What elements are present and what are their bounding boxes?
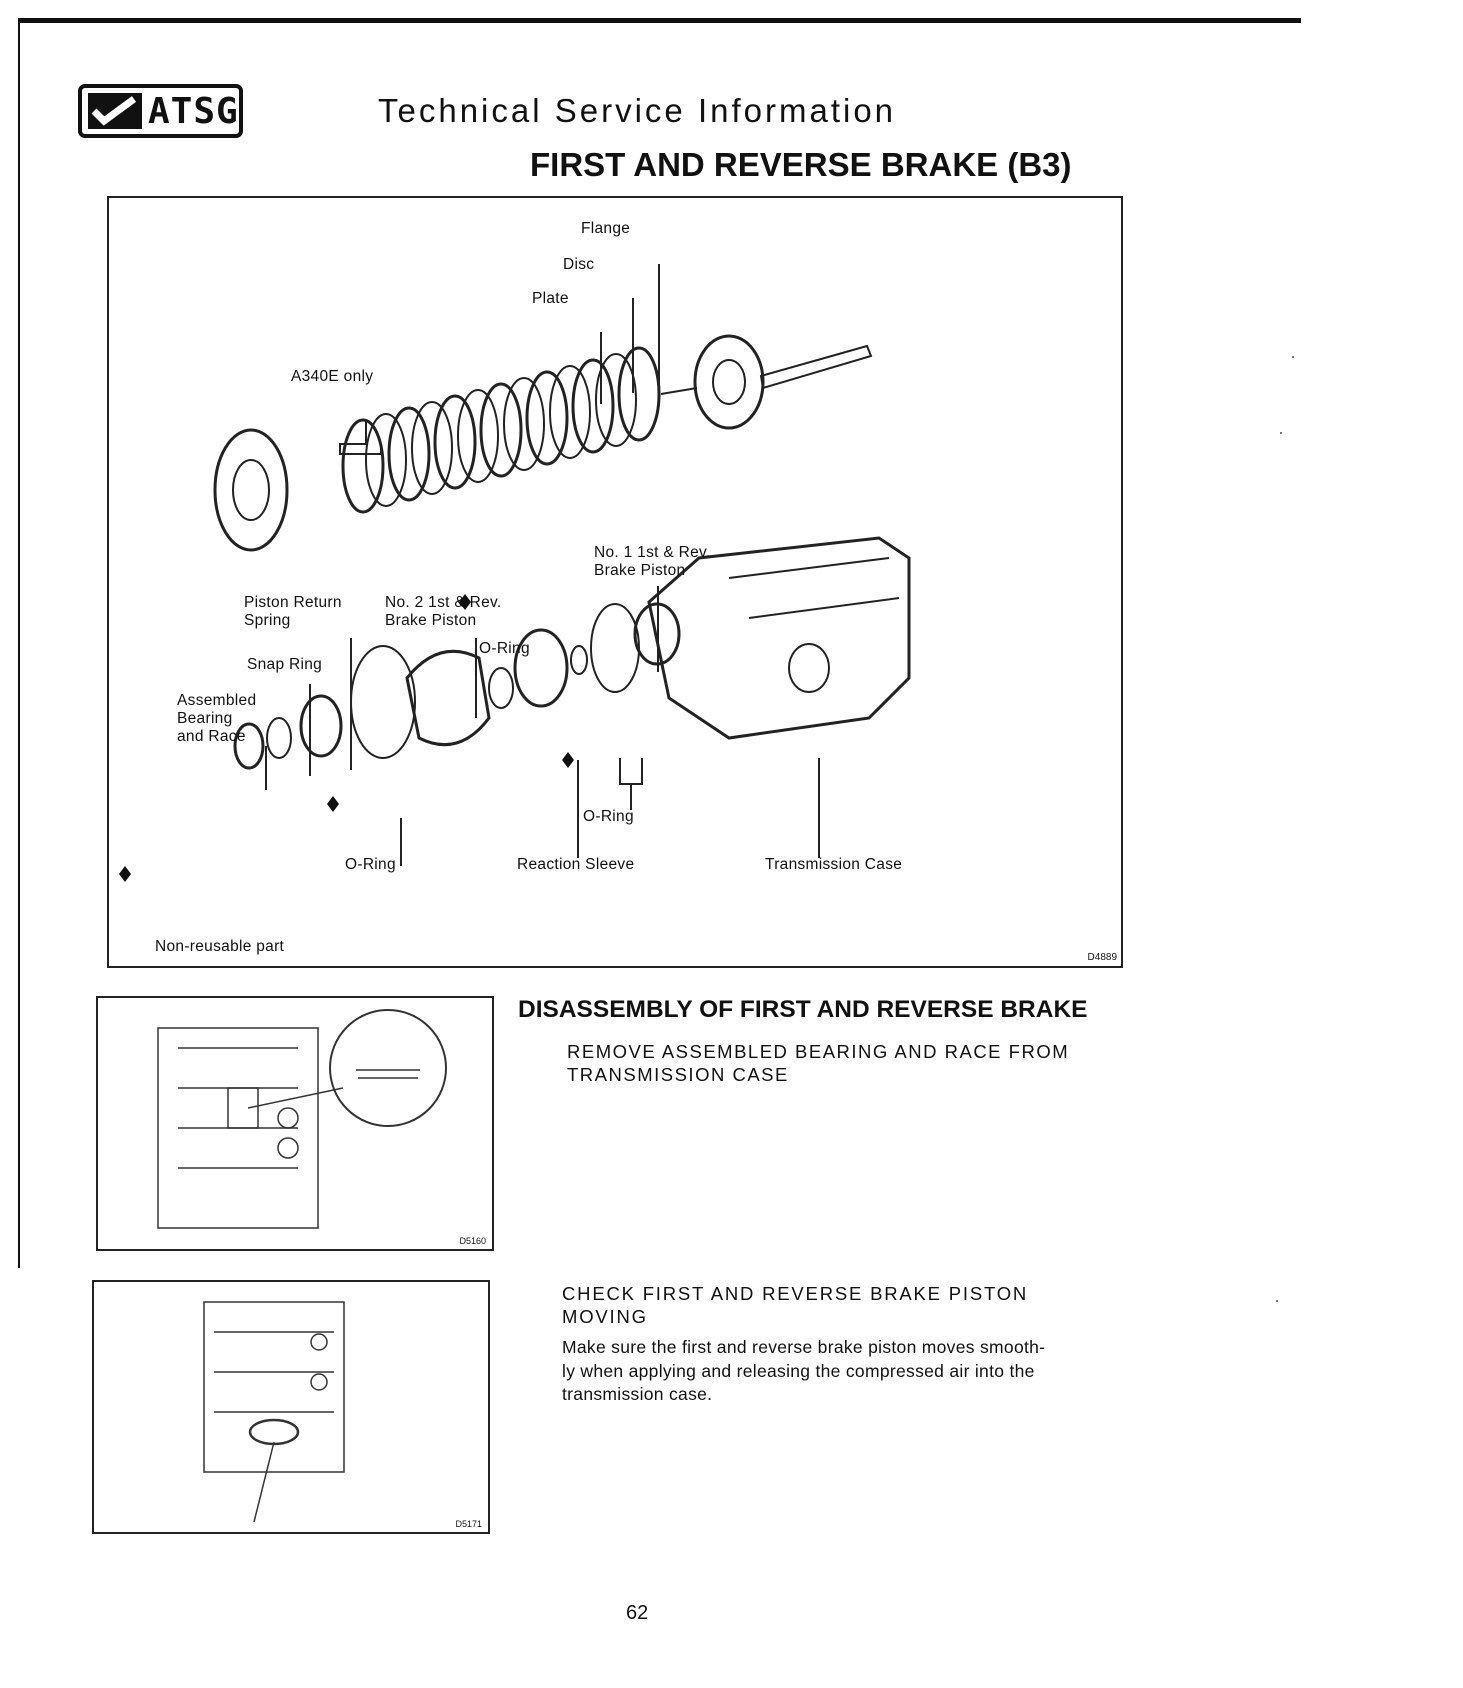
diagram-drawing bbox=[119, 264, 911, 882]
valve-body-drawing-2 bbox=[203, 1301, 345, 1523]
label-disc: Disc bbox=[563, 256, 595, 273]
scan-speck bbox=[1276, 1300, 1278, 1302]
valve-body-drawing bbox=[157, 1009, 447, 1229]
o-ring-upper-diamond-icon bbox=[459, 594, 471, 610]
label-reaction-sleeve: Reaction Sleeve bbox=[517, 856, 635, 873]
o-ring-middle-diamond-icon bbox=[562, 752, 574, 768]
label-no1-brake-piston: No. 1 1st & Rev. Brake Piston bbox=[594, 544, 711, 579]
step2-body: Make sure the first and reverse brake pi… bbox=[562, 1337, 1046, 1404]
exploded-diagram: Flange Disc Plate A340E only No. 1 1st &… bbox=[107, 196, 1123, 968]
step1-instruction: REMOVE ASSEMBLED BEARING AND RACE FROM T… bbox=[567, 1041, 1070, 1085]
photo-piston-check: D5171 bbox=[92, 1280, 490, 1534]
scan-speck bbox=[1280, 432, 1282, 434]
label-transmission-case: Transmission Case bbox=[765, 856, 903, 873]
label-plate: Plate bbox=[532, 290, 569, 307]
label-assembled-bearing-race: Assembled Bearing and Race bbox=[177, 692, 257, 745]
label-o-ring-middle: O-Ring bbox=[583, 808, 634, 825]
step2-title: CHECK FIRST AND REVERSE BRAKE PISTON MOV… bbox=[562, 1283, 1029, 1327]
legend-diamond-icon bbox=[119, 866, 131, 882]
checkmark-icon bbox=[88, 93, 142, 129]
o-ring-lower-diamond-icon bbox=[327, 796, 339, 812]
label-flange: Flange bbox=[581, 220, 631, 237]
legend-non-reusable: Non-reusable part bbox=[155, 938, 285, 955]
label-a340e-only: A340E only bbox=[291, 368, 374, 385]
disassembly-title: DISASSEMBLY OF FIRST AND REVERSE BRAKE bbox=[518, 996, 1088, 1023]
photo-bearing-removal: D5160 bbox=[96, 996, 494, 1251]
label-piston-return-spring: Piston Return Spring bbox=[244, 594, 342, 629]
scan-speck bbox=[1292, 356, 1294, 358]
photo1-code: D5160 bbox=[459, 1236, 486, 1246]
diagram-code: D4889 bbox=[1087, 952, 1117, 963]
top-rule bbox=[18, 18, 1301, 23]
header-title: Technical Service Information bbox=[378, 92, 897, 129]
label-snap-ring: Snap Ring bbox=[247, 656, 323, 673]
label-o-ring-upper: O-Ring bbox=[479, 640, 530, 657]
logo-text: ATSG bbox=[148, 90, 239, 132]
photo2-code: D5171 bbox=[455, 1519, 482, 1529]
label-o-ring-lower: O-Ring bbox=[345, 856, 396, 873]
page-number: 62 bbox=[626, 1602, 649, 1624]
left-rule bbox=[18, 18, 20, 1268]
label-no2-brake-piston: No. 2 1st & Rev. Brake Piston bbox=[385, 594, 502, 629]
section-title: FIRST AND REVERSE BRAKE (B3) bbox=[530, 146, 1072, 183]
atsg-logo: ATSG bbox=[78, 84, 243, 138]
